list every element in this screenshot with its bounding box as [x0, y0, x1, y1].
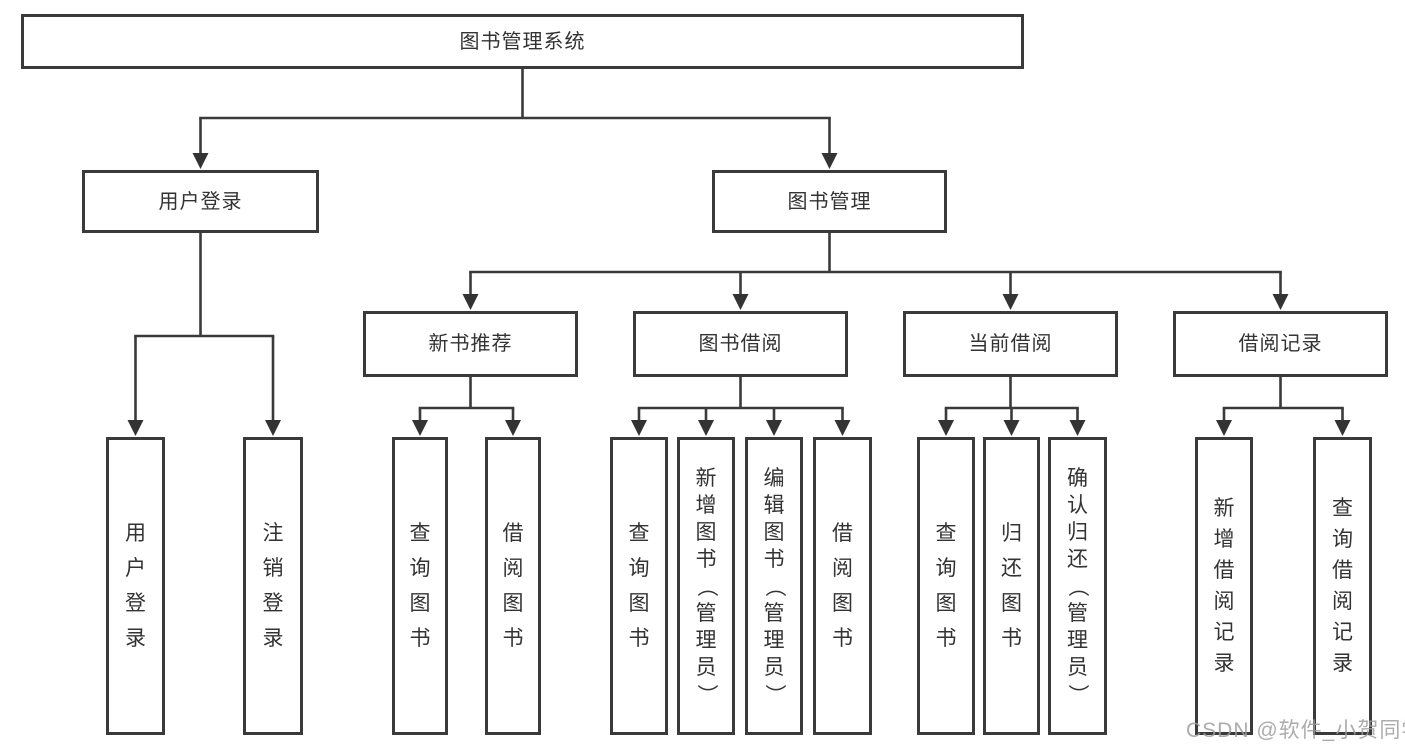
node-bw-edit: 编辑图书（管理员） [745, 437, 803, 735]
node-rec-add: 新增借阅记录 [1195, 437, 1253, 735]
node-label-cur-confirm: 确认归还（管理员） [1066, 466, 1089, 705]
node-label-bw-edit: 编辑图书（管理员） [762, 466, 786, 705]
node-label-nb-query: 查询图书 [409, 522, 431, 650]
node-label-newbook: 新书推荐 [428, 333, 513, 355]
watermark-text: CSDN @软件_小贺同学 [1186, 719, 1405, 742]
node-bw-query: 查询图书 [610, 437, 668, 735]
node-nb-borrow: 借阅图书 [485, 437, 541, 735]
node-label-user-logout: 注销登录 [262, 522, 284, 650]
node-records: 借阅记录 [1173, 311, 1388, 377]
node-label-nb-borrow: 借阅图书 [502, 522, 524, 650]
node-label-mgmt: 图书管理 [787, 190, 872, 213]
node-label-current: 当前借阅 [968, 333, 1053, 355]
node-label-records: 借阅记录 [1238, 333, 1323, 355]
node-cur-confirm: 确认归还（管理员） [1048, 437, 1107, 735]
node-label-root: 图书管理系统 [459, 30, 586, 53]
node-user-logout: 注销登录 [243, 437, 303, 735]
node-cur-return: 归还图书 [983, 437, 1040, 735]
node-label-bw-add: 新增图书（管理员） [694, 466, 718, 705]
node-rec-query: 查询借阅记录 [1313, 437, 1372, 735]
node-label-rec-query: 查询借阅记录 [1332, 497, 1353, 675]
node-user-login: 用户登录 [106, 437, 165, 735]
node-label-user-login: 用户登录 [125, 522, 146, 650]
node-label-bw-query: 查询图书 [628, 522, 650, 650]
node-newbook: 新书推荐 [363, 311, 578, 377]
node-current: 当前借阅 [903, 311, 1118, 377]
node-mgmt: 图书管理 [712, 170, 947, 233]
node-label-cur-return: 归还图书 [1001, 522, 1022, 650]
node-label-rec-add: 新增借阅记录 [1213, 497, 1235, 675]
node-root: 图书管理系统 [21, 14, 1024, 69]
node-cur-query: 查询图书 [917, 437, 975, 735]
node-bw-add: 新增图书（管理员） [677, 437, 735, 735]
node-borrow: 图书借阅 [633, 311, 848, 377]
node-login: 用户登录 [82, 170, 319, 233]
node-bw-borrow: 借阅图书 [813, 437, 872, 735]
node-nb-query: 查询图书 [392, 437, 448, 735]
node-label-login: 用户登录 [158, 190, 243, 213]
node-label-cur-query: 查询图书 [935, 522, 957, 650]
node-label-borrow: 图书借阅 [698, 333, 783, 355]
node-label-bw-borrow: 借阅图书 [832, 522, 853, 650]
